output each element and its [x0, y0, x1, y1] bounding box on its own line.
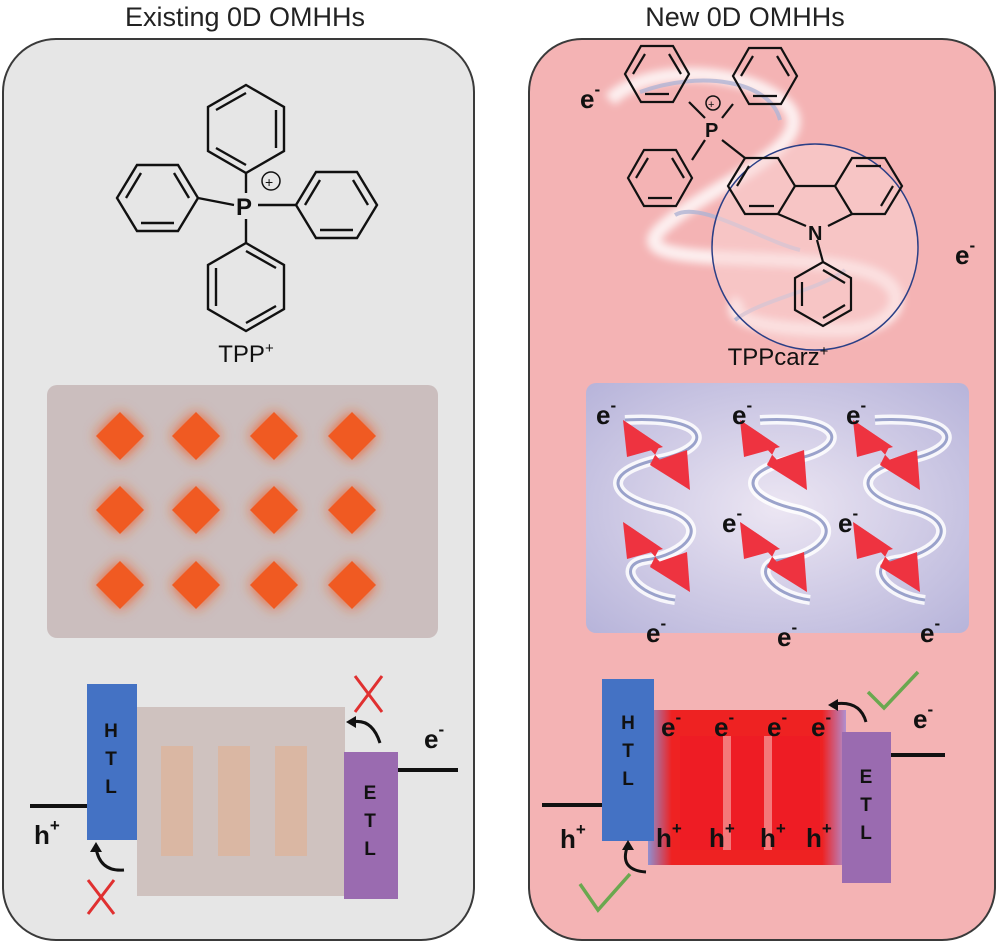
perovskite-diamond	[172, 486, 220, 534]
p-atom-label: P	[236, 194, 252, 221]
p-atom-label-right: P	[705, 120, 718, 142]
p-plus-sign-right: +	[708, 99, 714, 111]
right-htl-label: H T L	[621, 713, 635, 790]
left-hole-label: h+	[34, 816, 60, 850]
tpp-molecule	[115, 83, 379, 333]
perovskite-diamond	[96, 412, 144, 460]
left-etl-layer	[344, 752, 398, 899]
right-check-icon-top	[866, 670, 920, 711]
left-cross-icon-bottom	[86, 879, 116, 915]
electron-swirl-core	[616, 418, 699, 602]
lattice-electron-6: e-	[646, 614, 667, 648]
right-check-icon-bottom	[578, 872, 632, 913]
p-plus-sign: +	[265, 174, 273, 190]
layer-electron-1: e-	[661, 708, 682, 742]
perovskite-diamond	[250, 412, 298, 460]
perovskite-diamond	[172, 561, 220, 609]
perovskite-diamond	[328, 486, 376, 534]
lattice-electron-5: e-	[838, 504, 859, 538]
bowtie-lattice	[623, 420, 920, 592]
n-atom-label: N	[808, 223, 822, 245]
lattice-electron-4: e-	[722, 504, 743, 538]
lattice-electron-1: e-	[596, 396, 617, 430]
right-wire-electron-label: e-	[913, 700, 934, 734]
bowtie-half	[740, 420, 780, 457]
bowtie-half	[767, 552, 807, 592]
left-cross-icon-top	[353, 675, 384, 713]
right-electron-label-2: e-	[955, 236, 976, 270]
diamond-lattice	[96, 412, 376, 609]
left-htl-layer	[87, 684, 137, 840]
perovskite-diamond	[250, 486, 298, 534]
right-electron-label-1: e-	[580, 80, 601, 114]
right-etl-layer	[842, 732, 891, 883]
left-panel-title: Existing 0D OMHHs	[124, 2, 366, 32]
bowtie-half	[650, 552, 690, 592]
bowtie-half	[880, 450, 920, 490]
perovskite-diamond	[96, 561, 144, 609]
left-electron-label: e-	[424, 720, 445, 754]
left-etl-label: E T L	[363, 783, 377, 860]
right-etl-label: E T L	[859, 767, 873, 844]
lattice-electron-7: e-	[777, 618, 798, 652]
perovskite-diamond	[328, 561, 376, 609]
perovskite-diamond	[250, 561, 298, 609]
perovskite-diamond	[328, 412, 376, 460]
right-panel-title: New 0D OMHHs	[645, 2, 845, 32]
bowtie-half	[650, 450, 690, 490]
bowtie-half	[623, 420, 663, 457]
layer-hole-2: h+	[709, 819, 735, 853]
layer-electron-4: e-	[811, 708, 832, 742]
layer-electron-2: e-	[714, 708, 735, 742]
tppcarz-molecule	[623, 44, 904, 328]
lattice-electron-2: e-	[732, 396, 753, 430]
layer-hole-4: h+	[806, 819, 832, 853]
bowtie-half	[853, 420, 893, 457]
layer-hole-3: h+	[760, 819, 786, 853]
bowtie-half	[767, 450, 807, 490]
bowtie-half	[853, 522, 893, 559]
right-htl-layer	[602, 679, 654, 841]
lattice-electron-8: e-	[920, 614, 941, 648]
carbazole-highlight	[711, 143, 919, 351]
right-wire-hole-label: h+	[560, 820, 586, 854]
tppcarz-label: TPPcarz+	[727, 343, 829, 371]
perovskite-diamond	[96, 486, 144, 534]
bowtie-half	[880, 552, 920, 592]
lattice-electron-3: e-	[846, 396, 867, 430]
bowtie-half	[740, 522, 780, 559]
perovskite-diamond	[172, 412, 220, 460]
left-electron-arrow	[351, 719, 382, 744]
layer-hole-1: h+	[656, 819, 682, 853]
tpp-label: TPP+	[218, 340, 274, 368]
layer-electron-3: e-	[767, 708, 788, 742]
bowtie-half	[623, 522, 663, 559]
left-htl-label: H T L	[104, 721, 118, 798]
right-electron-arrow	[833, 701, 868, 723]
